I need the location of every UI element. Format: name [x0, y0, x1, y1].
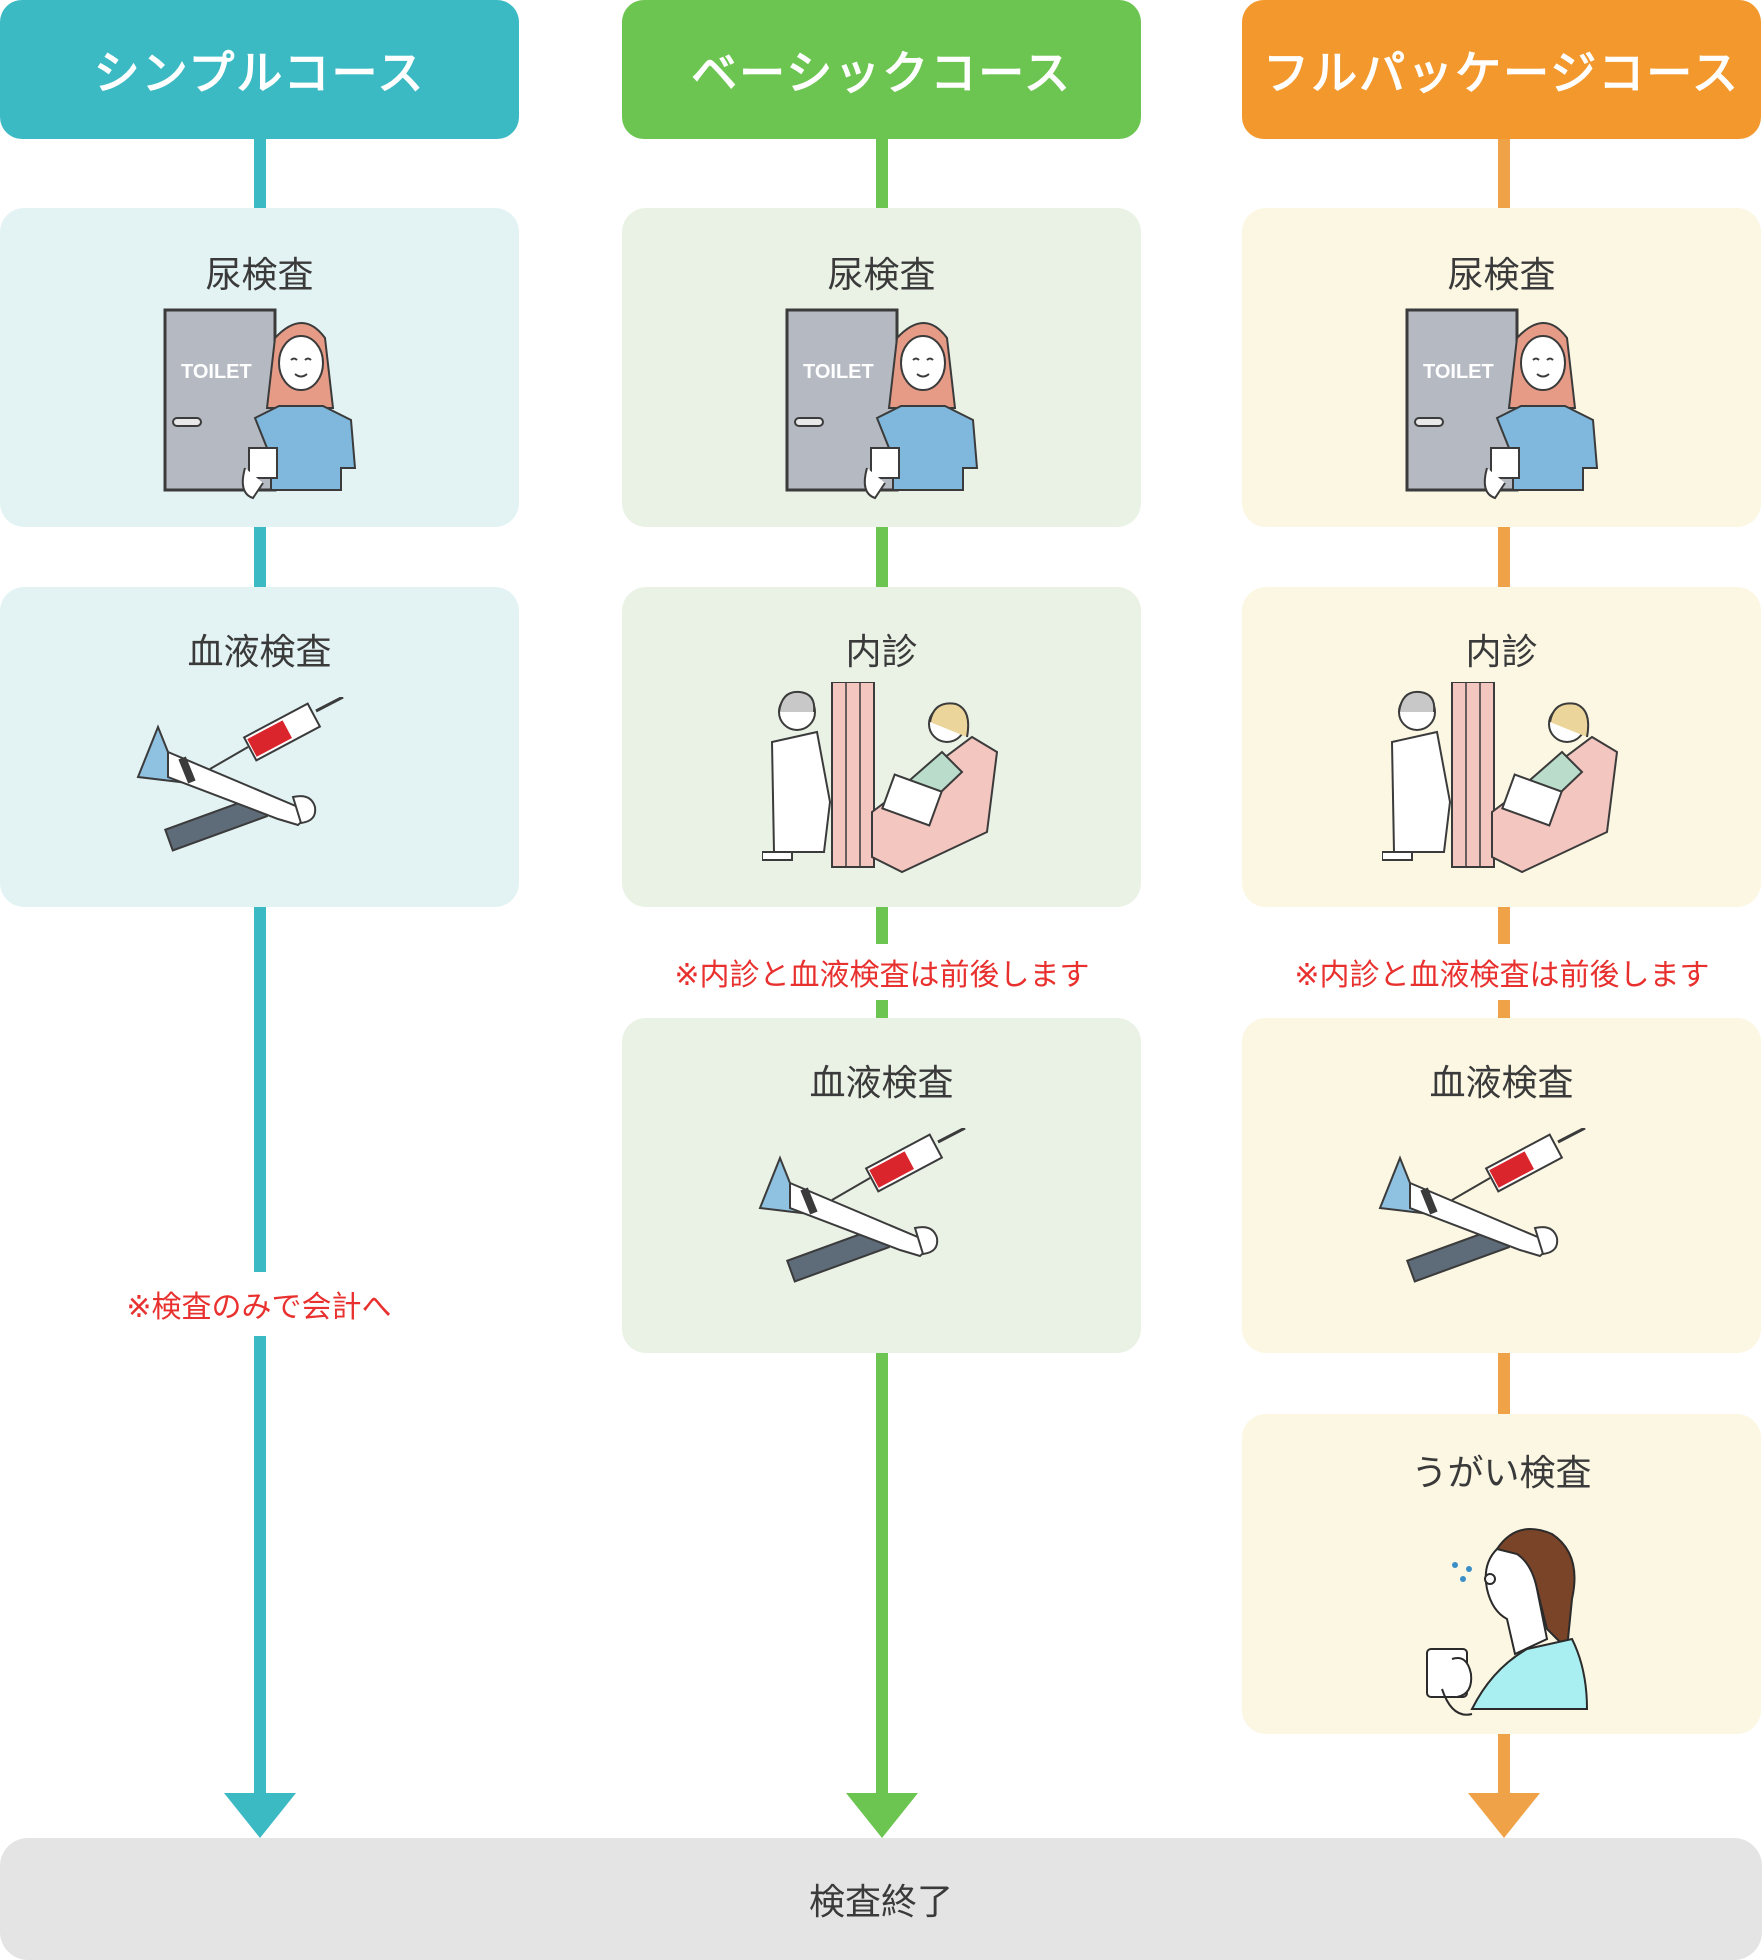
simple-note: ※検査のみで会計へ — [104, 1272, 414, 1336]
basic-internal-card: 内診 — [622, 587, 1141, 907]
urine-test-illustration: TOILET — [785, 308, 985, 512]
simple-arrow-head — [224, 1793, 296, 1838]
basic-course-title: ベーシックコース — [691, 45, 1072, 100]
step-title: 尿検査 — [827, 255, 936, 296]
internal-exam-illustration — [1381, 681, 1622, 886]
internal-exam-illustration — [761, 681, 1002, 886]
step-title: 内診 — [845, 632, 918, 673]
simple-urine-card: 尿検査 TOILET — [0, 208, 519, 527]
blood-test-illustration — [128, 695, 388, 861]
toilet-sign: TOILET — [1423, 361, 1494, 383]
exam-end-bar: 検査終了 — [0, 1838, 1762, 1960]
simple-course-header: シンプルコース — [0, 0, 519, 139]
full-blood-card: 血液検査 — [1242, 1018, 1761, 1353]
exam-end-label: 検査終了 — [808, 1882, 953, 1923]
full-internal-card: 内診 — [1242, 587, 1761, 907]
step-title: 内診 — [1465, 632, 1538, 673]
full-note: ※内診と血液検査は前後します — [1272, 944, 1732, 1000]
full-course-header: フルパッケージコース — [1242, 0, 1761, 139]
toilet-sign: TOILET — [803, 361, 874, 383]
simple-blood-card: 血液検査 — [0, 587, 519, 907]
urine-test-illustration: TOILET — [1405, 308, 1605, 512]
basic-course-header: ベーシックコース — [622, 0, 1141, 139]
simple-flow-line — [254, 139, 266, 1799]
gargle-test-illustration — [1397, 1519, 1607, 1733]
step-title: 血液検査 — [809, 1063, 954, 1104]
step-title: 尿検査 — [205, 255, 314, 296]
full-arrow-head — [1468, 1793, 1540, 1838]
simple-course-title: シンプルコース — [93, 45, 426, 100]
basic-urine-card: 尿検査 TOILET — [622, 208, 1141, 527]
full-urine-card: 尿検査 TOILET — [1242, 208, 1761, 527]
basic-blood-card: 血液検査 — [622, 1018, 1141, 1353]
toilet-sign: TOILET — [181, 361, 252, 383]
blood-test-illustration — [750, 1126, 1010, 1292]
step-title: 尿検査 — [1447, 255, 1556, 296]
full-course-title: フルパッケージコース — [1263, 45, 1740, 100]
full-gargle-card: うがい検査 — [1242, 1414, 1761, 1734]
basic-arrow-head — [846, 1793, 918, 1838]
basic-note: ※内診と血液検査は前後します — [652, 944, 1112, 1000]
urine-test-illustration: TOILET — [163, 308, 363, 512]
step-title: 血液検査 — [1429, 1063, 1574, 1104]
blood-test-illustration — [1370, 1126, 1630, 1292]
step-title: うがい検査 — [1411, 1453, 1592, 1494]
step-title: 血液検査 — [187, 632, 332, 673]
